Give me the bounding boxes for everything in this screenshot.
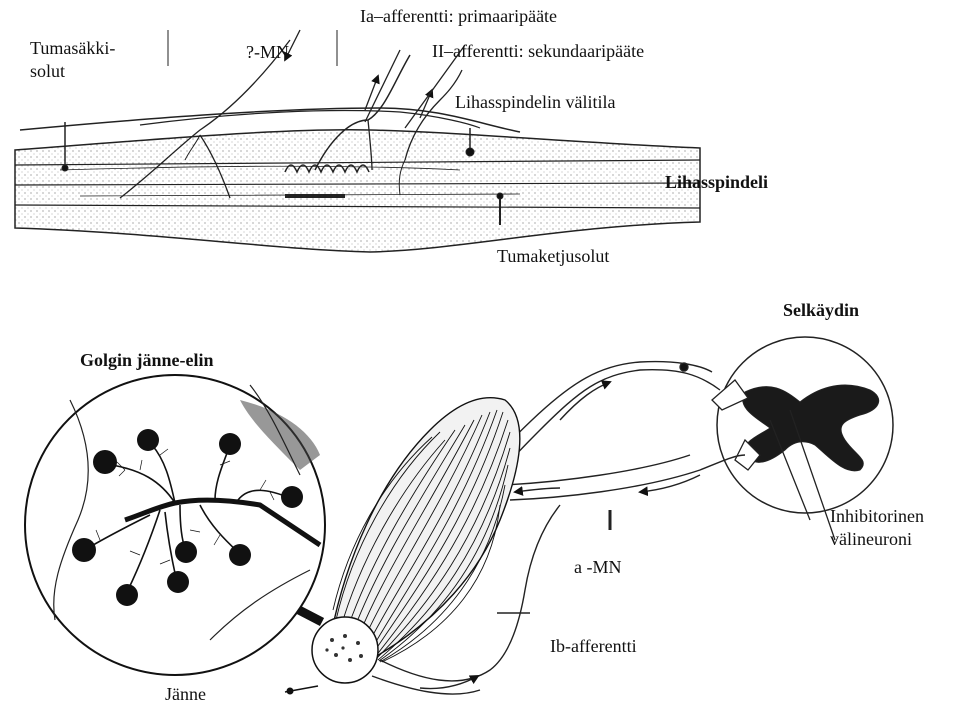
label-spindle-title: Lihasspindeli <box>665 171 768 193</box>
label-golgi-title: Golgin jänne-elin <box>80 349 214 371</box>
label-ii-afferent: II–afferentti: sekundaaripääte <box>432 40 644 62</box>
label-ib-afferent: Ib-afferentti <box>550 635 637 657</box>
spinal-cord <box>712 337 893 513</box>
golgi-magnified <box>25 375 325 675</box>
label-ia-afferent: Ia–afferentti: primaaripääte <box>360 5 557 27</box>
label-gamma-mn: ?-MN <box>246 41 289 63</box>
label-spinal-cord: Selkäydin <box>783 299 859 321</box>
label-interneuron-line1: Inhibitorinen <box>830 505 924 527</box>
golgi-organ-small <box>312 617 378 683</box>
label-spindle-space: Lihasspindelin välitila <box>455 91 615 113</box>
label-interneuron-line2: välineuroni <box>830 528 912 550</box>
label-nuclear-chain: Tumaketjusolut <box>497 245 609 267</box>
muscle-spindle <box>15 30 700 252</box>
label-nuclear-bag-line2: solut <box>30 60 65 82</box>
label-tendon: Jänne <box>165 683 206 705</box>
label-nuclear-bag-line1: Tumasäkki- <box>30 37 115 59</box>
label-alpha-mn: a -MN <box>574 556 622 578</box>
